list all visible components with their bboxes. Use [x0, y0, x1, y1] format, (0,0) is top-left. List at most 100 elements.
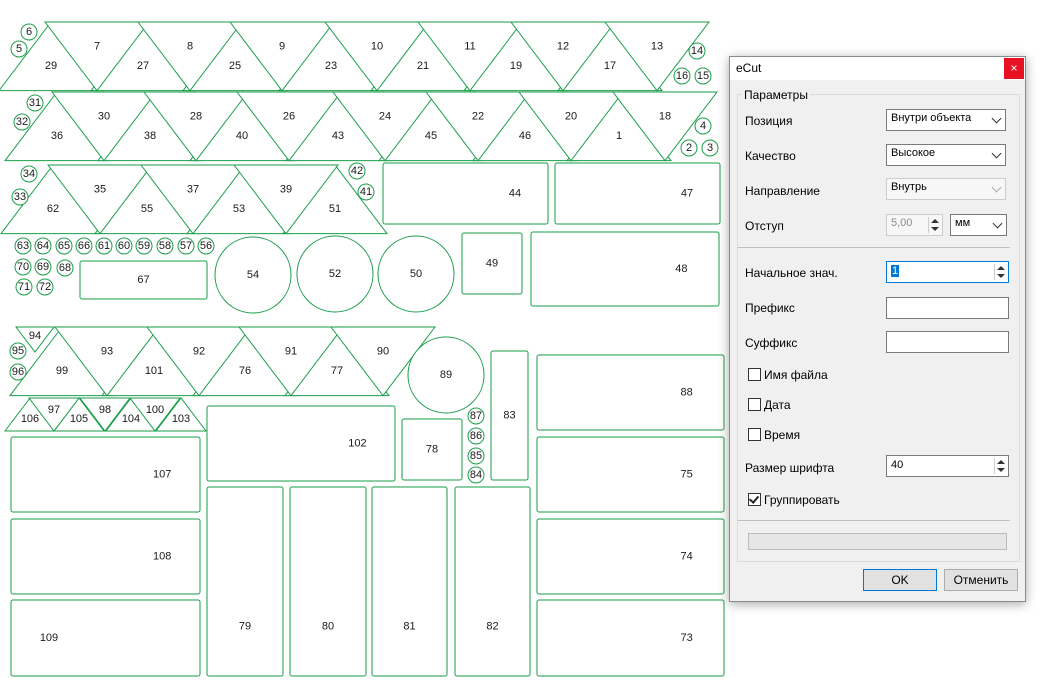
part-number: 82	[486, 621, 498, 633]
filename-checkbox[interactable]	[748, 368, 761, 381]
part-rectangle	[206, 405, 396, 482]
part-number: 24	[379, 111, 391, 123]
part-number: 80	[322, 621, 334, 633]
part-number: 20	[565, 111, 577, 123]
part-number: 30	[98, 111, 110, 123]
part-circle	[14, 258, 32, 276]
prefix-label: Префикс	[745, 301, 795, 315]
part-number: 109	[40, 632, 58, 644]
part-circle	[20, 23, 38, 41]
offset-value: 5,00	[891, 217, 913, 229]
part-number: 28	[190, 111, 202, 123]
part-number: 106	[21, 413, 39, 425]
part-rectangle	[536, 354, 725, 431]
filename-label: Имя файла	[764, 368, 828, 382]
part-number: 68	[59, 262, 71, 274]
chevron-down-icon	[991, 113, 1002, 124]
font-size-spin-buttons[interactable]	[994, 458, 1007, 474]
part-number: 67	[137, 274, 149, 286]
font-size-spinbox[interactable]: 40	[886, 455, 1009, 477]
part-number: 89	[440, 369, 452, 381]
ok-button[interactable]: OK	[863, 569, 937, 591]
offset-spinbox[interactable]: 5,00	[886, 214, 943, 236]
group-checkbox[interactable]	[748, 493, 761, 506]
part-number: 45	[425, 130, 437, 142]
part-circle	[36, 278, 54, 296]
part-triangle	[154, 397, 208, 432]
date-checkbox[interactable]	[748, 398, 761, 411]
part-number: 19	[510, 60, 522, 72]
position-select[interactable]: Внутри объекта	[886, 109, 1006, 131]
part-number: 101	[145, 365, 163, 377]
part-triangle	[53, 326, 161, 397]
part-number: 23	[325, 60, 337, 72]
part-triangle	[78, 397, 132, 432]
part-number: 102	[348, 438, 366, 450]
start-spin-buttons[interactable]	[994, 264, 1007, 280]
chevron-down-icon	[992, 218, 1003, 229]
part-number: 41	[360, 186, 372, 198]
part-number: 42	[351, 165, 363, 177]
part-number: 91	[285, 346, 297, 358]
prefix-input[interactable]	[886, 297, 1009, 319]
part-circle	[694, 117, 712, 135]
unit-select[interactable]: мм	[950, 214, 1007, 236]
part-triangle	[603, 21, 711, 92]
parameters-group-title: Параметры	[742, 88, 810, 102]
part-triangle	[331, 91, 439, 162]
part-rectangle	[554, 162, 721, 225]
part-number: 26	[283, 111, 295, 123]
separator	[738, 520, 1010, 521]
part-number: 66	[78, 240, 90, 252]
part-number: 31	[29, 97, 41, 109]
part-circle	[197, 237, 215, 255]
part-number: 51	[329, 203, 341, 215]
part-number: 69	[37, 261, 49, 273]
part-circle	[115, 237, 133, 255]
quality-select[interactable]: Высокое	[886, 144, 1006, 166]
part-circle	[467, 447, 485, 465]
cancel-button[interactable]: Отменить	[944, 569, 1018, 591]
part-number: 107	[153, 469, 171, 481]
part-number: 21	[417, 60, 429, 72]
direction-select[interactable]: Внутрь	[886, 178, 1006, 200]
part-number: 77	[331, 365, 343, 377]
checkmark-icon	[748, 493, 760, 504]
part-number: 44	[509, 188, 521, 200]
chevron-down-icon	[991, 182, 1002, 193]
start-value-spinbox[interactable]: 1	[886, 261, 1009, 283]
part-number: 22	[472, 111, 484, 123]
dialog-titlebar[interactable]: eCut ×	[730, 57, 1025, 80]
part-number: 33	[14, 191, 26, 203]
part-number: 74	[680, 551, 692, 563]
part-number: 86	[470, 430, 482, 442]
time-checkbox[interactable]	[748, 428, 761, 441]
part-number: 55	[141, 203, 153, 215]
parameters-group	[737, 94, 1020, 562]
part-rectangle	[10, 599, 201, 677]
offset-spin-buttons[interactable]	[928, 217, 941, 233]
part-circle	[467, 407, 485, 425]
part-circle	[15, 278, 33, 296]
part-triangle	[323, 21, 431, 92]
part-rectangle	[382, 162, 549, 225]
quality-label: Качество	[745, 149, 796, 163]
part-number: 93	[101, 346, 113, 358]
part-triangle	[517, 91, 625, 162]
suffix-input[interactable]	[886, 331, 1009, 353]
part-number: 14	[691, 45, 703, 57]
part-rectangle	[10, 436, 201, 513]
part-number: 15	[697, 70, 709, 82]
close-icon[interactable]: ×	[1004, 58, 1024, 79]
part-circle	[694, 67, 712, 85]
part-number: 85	[470, 450, 482, 462]
part-number: 64	[37, 240, 49, 252]
part-number: 104	[122, 413, 140, 425]
direction-value: Внутрь	[891, 181, 927, 193]
part-number: 6	[26, 26, 32, 38]
part-circle	[357, 183, 375, 201]
ecut-dialog: eCut × Параметры Позиция Внутри объекта …	[729, 56, 1026, 602]
part-circle	[34, 258, 52, 276]
part-number: 16	[676, 70, 688, 82]
part-number: 71	[18, 281, 30, 293]
